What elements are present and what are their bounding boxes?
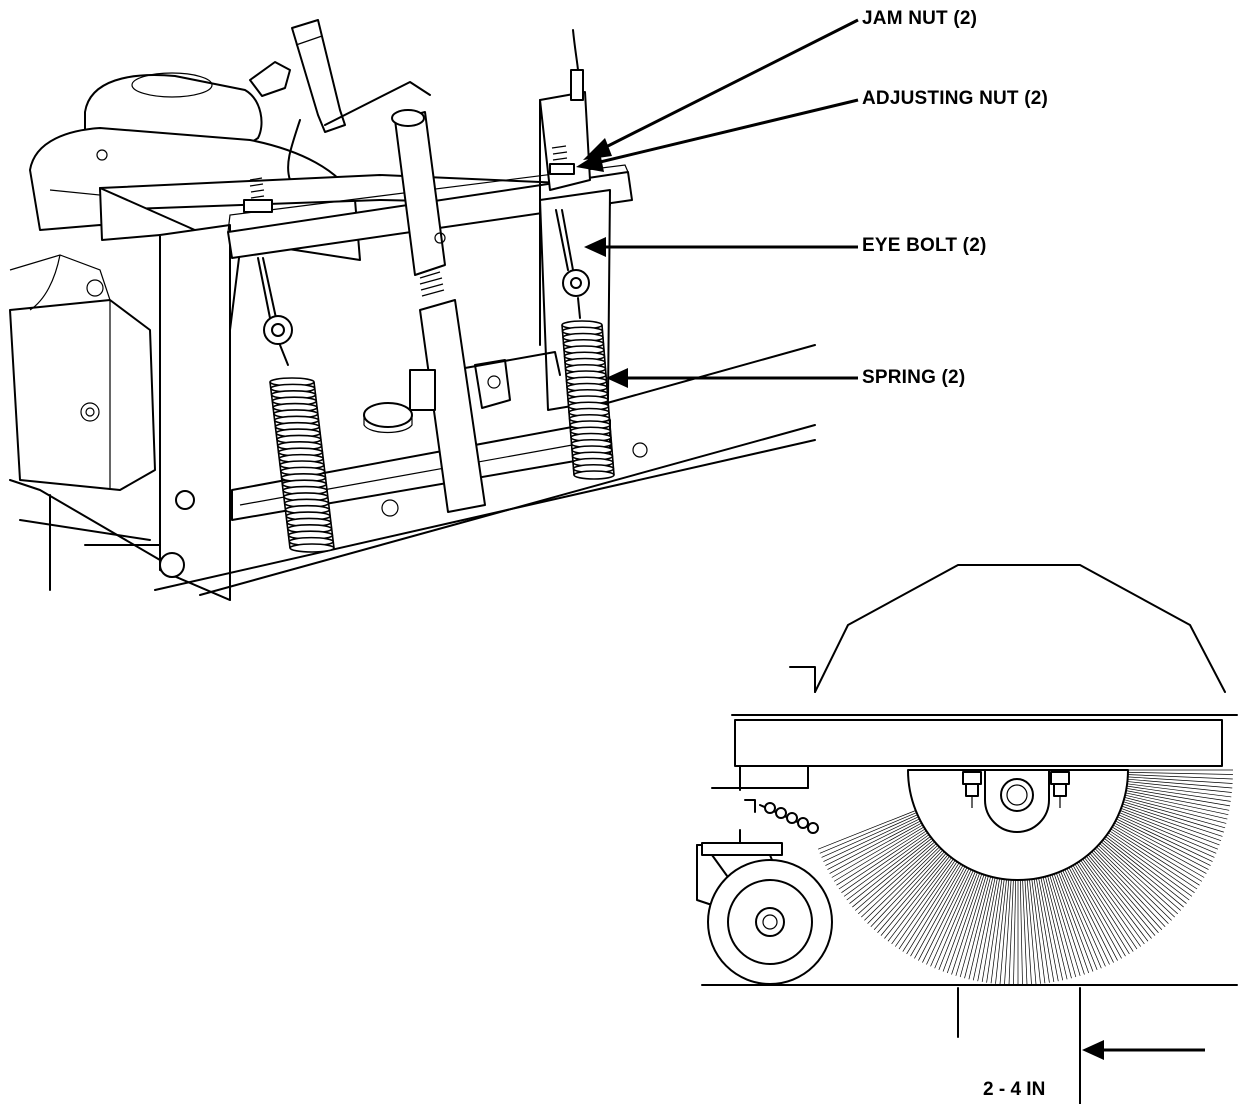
callout-eye-bolt: EYE BOLT (2) [862,235,987,256]
drive-chain [759,802,819,834]
callout-jam-nut: JAM NUT (2) [862,8,978,29]
caster-wheel [701,842,833,985]
brush-hood [789,564,1226,693]
spring-right [561,320,615,480]
leader-adjusting-nut [576,98,859,172]
callout-spring: SPRING (2) [862,367,966,388]
deck-fittings [363,351,561,434]
leader-spring [606,368,858,388]
leader-eye-bolt [584,237,858,257]
spring-left [269,377,335,553]
brush-mount [962,769,1070,833]
center-actuator [391,109,486,513]
adjusting-bolts [243,145,575,213]
dimension-label: 2 - 4 IN [983,1079,1046,1100]
eye-bolt-right [555,209,590,319]
dimension-marks [957,987,1205,1105]
leader-jam-nut [583,18,859,160]
control-handle [249,19,431,181]
brush-bristles [817,769,1233,985]
eye-bolt-left [257,257,293,366]
callout-adjusting-nut: ADJUSTING NUT (2) [862,88,1049,109]
hood-deck-plate [731,714,1238,767]
